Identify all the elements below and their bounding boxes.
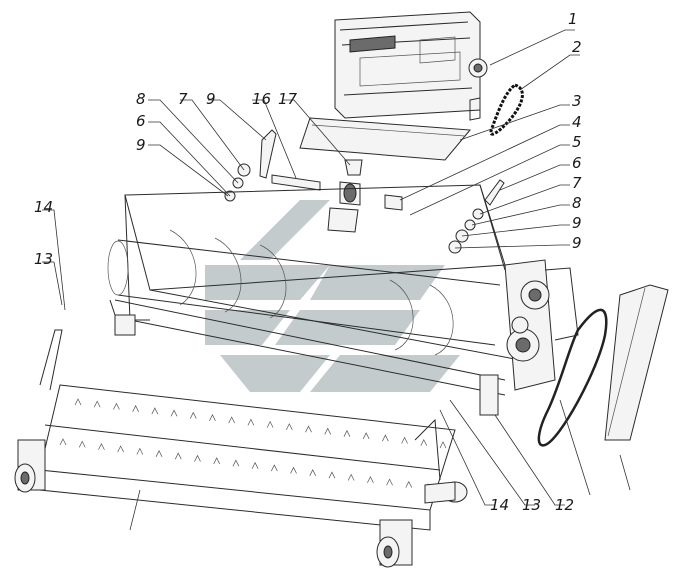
pickup-tooth bbox=[151, 407, 159, 415]
pickup-tooth bbox=[228, 416, 235, 424]
callout-labels: 1 2 3 4 5 6 7 8 9 9 6 7 8 9 9 16 17 14 1… bbox=[34, 10, 582, 514]
pickup-tooth bbox=[213, 457, 220, 465]
callout-5: 5 bbox=[572, 133, 582, 151]
pickup-tooth bbox=[290, 466, 297, 474]
callout-6b: 6 bbox=[572, 154, 582, 172]
callout-2: 2 bbox=[572, 38, 582, 56]
pickup-tooth bbox=[401, 436, 408, 444]
callout-7b: 7 bbox=[572, 174, 582, 192]
pickup-tooth bbox=[324, 427, 332, 435]
pickup-tooth bbox=[93, 400, 101, 408]
top-housing-assembly bbox=[334, 11, 488, 121]
pickup-tooth bbox=[386, 478, 393, 486]
pickup-tooth bbox=[113, 402, 120, 410]
pickup-tooth bbox=[78, 440, 86, 448]
pickup-tooth bbox=[174, 452, 182, 460]
pickup-tooth bbox=[74, 398, 82, 406]
cover-plate bbox=[299, 117, 472, 161]
guard-panel bbox=[604, 284, 669, 441]
callout-13b: 13 bbox=[522, 496, 541, 514]
pickup-tooth bbox=[132, 405, 139, 412]
pickup-tooth bbox=[439, 441, 447, 449]
pickup-tooth bbox=[286, 423, 293, 431]
pickup-tooth bbox=[266, 420, 274, 428]
callout-1: 1 bbox=[568, 10, 578, 28]
callout-9c: 9 bbox=[572, 214, 582, 232]
pickup-tooth bbox=[309, 469, 317, 476]
callout-14b: 14 bbox=[490, 496, 509, 514]
pickup-tooth bbox=[367, 476, 374, 484]
pickup-tooth bbox=[405, 480, 413, 488]
pickup-tooth bbox=[305, 425, 312, 433]
pickup-tooth bbox=[209, 414, 216, 421]
drive-belt bbox=[537, 308, 608, 447]
watermark-logo bbox=[205, 200, 460, 392]
pickup-tooth bbox=[136, 447, 144, 455]
pickup-tooth bbox=[251, 461, 259, 469]
pickup-tooth bbox=[117, 445, 124, 453]
callout-6a: 9 bbox=[206, 90, 216, 108]
leader-lines bbox=[42, 29, 631, 531]
pickup-tooth bbox=[194, 454, 201, 462]
pickup-tooth bbox=[247, 418, 255, 426]
callout-8b: 8 bbox=[572, 194, 582, 212]
pickup-tooth bbox=[232, 459, 240, 467]
callout-14a: 14 bbox=[34, 198, 53, 216]
callout-16: 16 bbox=[252, 90, 271, 108]
pickup-tooth bbox=[59, 438, 67, 446]
callout-3: 3 bbox=[572, 92, 582, 110]
pickup-tooth bbox=[155, 450, 163, 457]
pickup-tooth bbox=[328, 471, 336, 479]
callout-4: 4 bbox=[572, 113, 582, 131]
pickup-tooth bbox=[170, 409, 178, 417]
pickup-tooth bbox=[420, 438, 428, 446]
callout-12: 12 bbox=[555, 496, 574, 514]
pickup-tooth bbox=[189, 411, 197, 419]
pickup-tooth bbox=[343, 429, 351, 437]
pickup-reel bbox=[14, 329, 468, 568]
pickup-tooth bbox=[98, 442, 105, 450]
callout-8a: 8 bbox=[136, 90, 146, 108]
callout-17: 17 bbox=[278, 90, 298, 108]
callout-7a: 7 bbox=[178, 90, 188, 108]
right-drive-unit bbox=[504, 259, 579, 391]
pickup-tooth bbox=[362, 432, 370, 440]
pickup-tooth bbox=[382, 434, 389, 442]
drive-chain bbox=[489, 83, 524, 136]
callout-13a: 13 bbox=[34, 250, 53, 268]
pickup-tooth bbox=[347, 473, 355, 481]
callout-9b: 9 bbox=[136, 136, 146, 154]
pickup-tooth bbox=[271, 464, 278, 472]
callout-9a: 6 bbox=[136, 112, 146, 130]
callout-9d: 9 bbox=[572, 234, 582, 252]
